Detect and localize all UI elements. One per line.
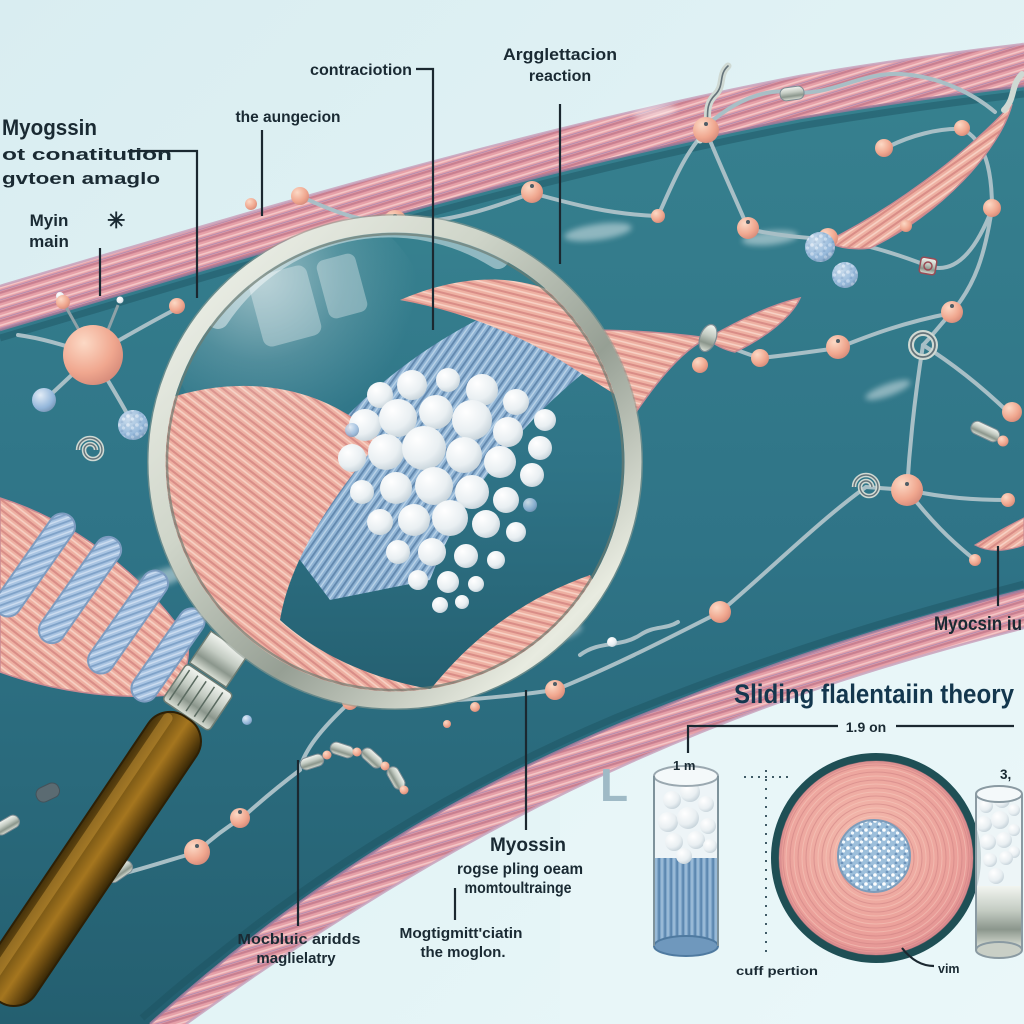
label-myin-2: main xyxy=(29,232,69,251)
scale-bracket-left xyxy=(686,724,838,753)
membrane-band-top xyxy=(0,44,1024,330)
label-myocsin-iu: Myocsin iu xyxy=(934,614,1022,635)
label-aungecion: the aungecion xyxy=(236,109,341,126)
label-arggletacion-1: Argglettacion xyxy=(503,45,617,64)
label-myossin-1: Myossin xyxy=(490,835,566,856)
fiber-cross-section-circle xyxy=(771,753,981,968)
blue-spheres xyxy=(32,232,858,767)
label-myogssin-3: gvtoen amaglo xyxy=(2,169,160,188)
label-mocbluic-1: Mocbluic aridds xyxy=(238,931,361,948)
magnifier-handle xyxy=(0,630,249,1007)
label-myogssin-2: ot conatitution xyxy=(2,145,172,164)
scale-value-cylinder: 1 m xyxy=(673,758,695,773)
myofibril-cylinder xyxy=(653,765,719,957)
label-vim: vim xyxy=(938,962,960,976)
labels-layer: Myogssin ot conatitution gvtoen amaglo M… xyxy=(2,45,1022,978)
label-myogssin-1: Myogssin xyxy=(2,115,97,140)
wrapped-muscle-bundle xyxy=(0,497,206,703)
panel-heading: Sliding flalentaiin theory xyxy=(734,679,1014,709)
label-mogtigmit-1: Mogtigmitt'ciatin xyxy=(400,925,523,942)
label-mogtigmit-2: the moglon. xyxy=(421,944,506,961)
scale-value-top: 1.9 on xyxy=(846,719,886,735)
filament-cylinder-right xyxy=(975,785,1023,959)
membrane-band-bottom xyxy=(150,590,1024,1024)
label-arggletacion-2: reaction xyxy=(529,68,591,85)
label-leader-lines xyxy=(98,67,1000,926)
label-myin-1: Myin xyxy=(30,211,69,230)
l-bracket-mark: L xyxy=(600,759,628,811)
label-contraciotion: contraciotion xyxy=(310,62,412,79)
label-myossin-3: momtoultrainge xyxy=(465,880,572,897)
label-cuff: cuff pertion xyxy=(736,964,818,978)
label-mocbluic-2: maglielatry xyxy=(256,950,336,967)
label-myossin-2: rogse pling oeam xyxy=(457,861,583,878)
asterisk-mark: ✳ xyxy=(107,208,125,233)
sliding-filament-panel: L xyxy=(600,724,1023,968)
label-num3: 3, xyxy=(1000,767,1011,782)
